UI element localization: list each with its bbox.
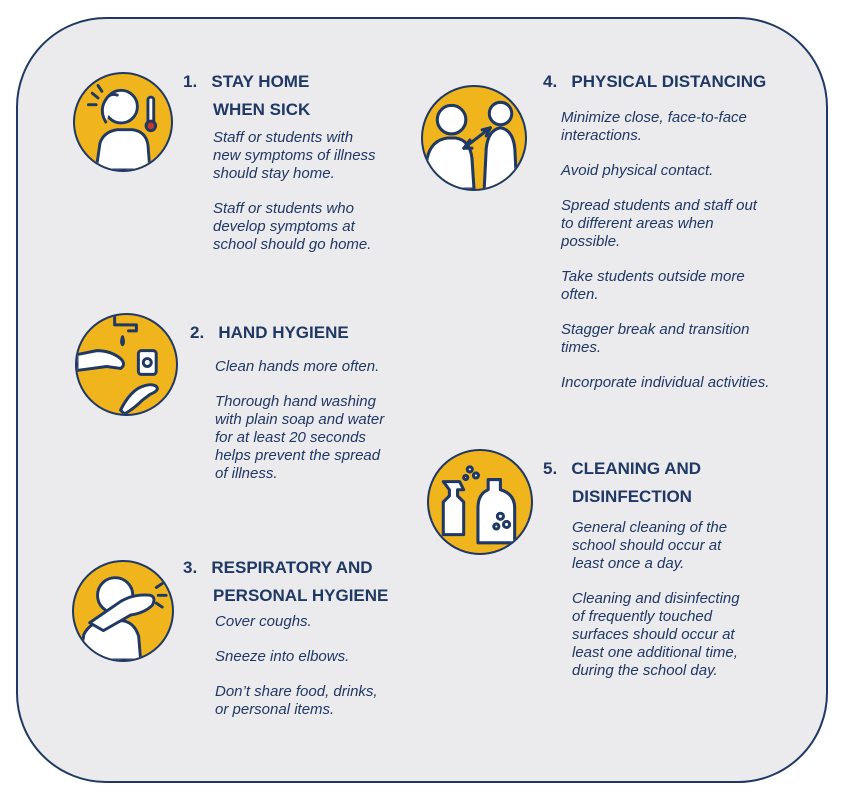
section-2-paragraph: Clean hands more often. (215, 358, 380, 375)
section-1-title-line2: WHEN SICK (213, 100, 311, 119)
section-3-paragraph: Cover coughs. (215, 613, 312, 630)
section-1-paragraph: Staff or students who develop symptoms a… (213, 200, 372, 253)
section-5-paragraph: General cleaning of the school should oc… (572, 519, 728, 572)
section-2-paragraph: Thorough hand washing with plain soap an… (215, 393, 385, 482)
section-4-body: Minimize close, face-to-face interaction… (561, 109, 773, 409)
section-4-paragraph: Minimize close, face-to-face interaction… (561, 109, 747, 144)
hand-washing-icon (75, 313, 178, 416)
section-1-title-line1: STAY HOME (211, 72, 310, 91)
sick-person-thermometer-icon (73, 72, 173, 172)
section-4-paragraph: Take students outside more often. (561, 268, 745, 303)
section-3-title-line2: PERSONAL HYGIENE (213, 586, 389, 605)
physical-distancing-icon (421, 85, 527, 191)
sneeze-into-elbow-icon (72, 560, 174, 662)
section-3-heading: 3. RESPIRATORY AND PERSONAL HYGIENE (183, 554, 388, 610)
section-5-heading: 5. CLEANING AND DISINFECTION (543, 455, 701, 511)
section-5-title-line2: DISINFECTION (572, 487, 692, 506)
section-3-paragraph: Sneeze into elbows. (215, 648, 350, 665)
section-3-body: Cover coughs. Sneeze into elbows. Don’t … (215, 613, 385, 736)
section-5-body: General cleaning of the school should oc… (572, 519, 754, 697)
section-5-number: 5. (543, 459, 558, 478)
section-1-paragraph: Staff or students with new symptoms of i… (213, 129, 376, 182)
section-4-paragraph: Avoid physical contact. (561, 162, 714, 179)
section-3-paragraph: Don’t share food, drinks, or personal it… (215, 683, 378, 718)
section-3-title-line1: RESPIRATORY AND (211, 558, 373, 577)
section-4-paragraph: Incorporate individual activities. (561, 374, 770, 391)
section-4-paragraph: Stagger break and transition times. (561, 321, 750, 356)
section-2-heading: 2. HAND HYGIENE (190, 319, 349, 347)
section-2-title: HAND HYGIENE (218, 323, 349, 342)
section-1-body: Staff or students with new symptoms of i… (213, 129, 383, 271)
section-5-paragraph: Cleaning and disinfecting of frequently … (572, 590, 740, 679)
section-5-title-line1: CLEANING AND (571, 459, 702, 478)
section-2-number: 2. (190, 323, 205, 342)
section-4-heading: 4. PHYSICAL DISTANCING (543, 68, 766, 96)
section-4-paragraph: Spread students and staff out to differe… (561, 197, 757, 250)
section-4-number: 4. (543, 72, 558, 91)
section-2-body: Clean hands more often. Thorough hand wa… (215, 358, 387, 500)
section-4-title: PHYSICAL DISTANCING (571, 72, 767, 91)
cleaning-supplies-icon (427, 449, 533, 555)
section-1-heading: 1. STAY HOME WHEN SICK (183, 68, 310, 124)
section-1-number: 1. (183, 72, 198, 91)
section-3-number: 3. (183, 558, 198, 577)
